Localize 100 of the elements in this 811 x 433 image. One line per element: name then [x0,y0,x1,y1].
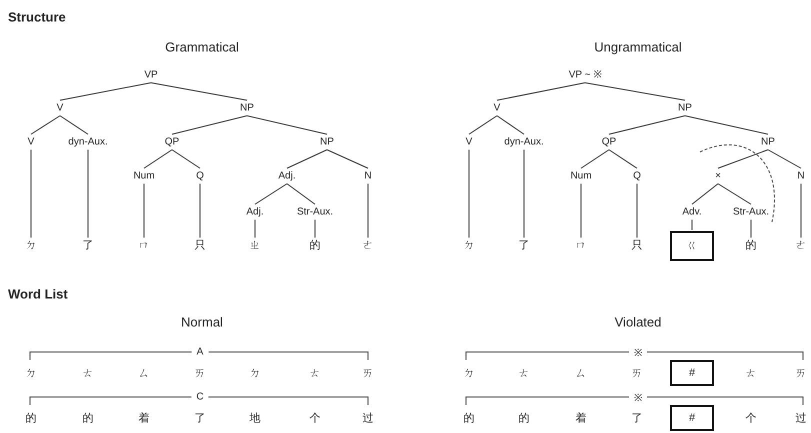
character: ㄇ [574,238,588,254]
tree-label: Adv. [680,205,704,219]
tree-label: QP [162,135,182,149]
character: ㄙ [138,366,150,380]
character: 过 [362,412,374,426]
tree-label: Q [194,169,206,183]
tree-label: V [492,101,502,115]
tree-branch [718,149,768,169]
character: ㄊ [518,366,530,380]
character: ㄜ [360,238,376,254]
highlighted-cell: # [670,405,714,431]
tree-branch [692,183,718,205]
character: ㄞ [194,366,206,380]
character: ㄉ [26,366,36,380]
character: 只 [192,238,208,254]
tree-label: VP ~ ※ [566,68,604,82]
character: 的 [82,412,94,426]
character: ㄞ [632,366,642,380]
panel-heading: Grammatical [165,40,239,54]
character: ㄉ [250,366,260,380]
tree-branch [580,149,610,169]
character: ㄊ [310,366,320,380]
character: 的 [744,238,758,254]
character: 了 [516,238,532,254]
tree-label: Adj. [276,169,298,183]
tree-branch [326,149,368,169]
character: ㄞ [362,366,374,380]
character: 的 [26,412,36,426]
tree-label: V [54,101,66,115]
tree-branch [608,149,638,169]
tree-label: NP [318,135,336,149]
tree-label: Num [568,169,594,183]
tree-branch [800,183,802,238]
tree-label: Str-Aux. [730,205,772,219]
tree-branch [246,115,328,135]
tree-label: VP [142,68,160,82]
highlighted-cell: # [670,360,714,386]
tree-branch [718,183,752,205]
tree-label: N [795,169,807,183]
character: 了 [80,238,96,254]
character: 的 [308,238,322,254]
tree-label: × [713,169,723,183]
tree-label: Str-Aux. [294,205,336,219]
tree-branch [60,82,152,101]
tree-branch [30,115,60,135]
character: ㄊ [746,366,756,380]
character: ㄉ [24,238,38,254]
section-heading: Word List [8,286,68,302]
tree-branch [580,183,582,238]
tree-branch [584,82,686,101]
tree-branch [30,149,32,238]
tree-label: NP [759,135,777,149]
tree-label: V [26,135,36,149]
section-heading: Structure [8,10,66,24]
tree-label: QP [600,135,618,149]
tree-label: Adj. [244,205,266,219]
panel-heading: Normal [181,314,223,330]
tree-branch [150,82,248,101]
tree-branch [254,183,288,205]
tree-label: NP [238,101,256,115]
tree-branch [254,219,256,238]
character: 个 [310,412,320,426]
panel-heading: Ungrammatical [594,40,682,54]
tree-branch [172,149,200,169]
character: 着 [576,411,586,426]
character: 了 [632,412,642,426]
character: 个 [746,412,756,426]
character: ㄉ [462,238,476,254]
tree-branch [768,149,802,169]
character: ㄉ [464,366,474,380]
character: ㄓ [248,238,262,254]
character: ㄞ [796,366,806,380]
tree-branch [468,149,470,238]
character: 过 [796,412,806,426]
character: 了 [194,412,206,426]
character: 的 [518,412,530,426]
highlighted-character: ㄍ [670,231,714,261]
tree-branch [684,115,768,135]
character: 只 [630,238,644,254]
tree-label: Num [131,169,157,183]
bracket-label: A [192,346,208,358]
tree-branch [286,149,328,169]
character: 地 [250,412,260,426]
tree-branch [172,115,248,135]
tree-label: Q [631,169,643,183]
tree-branch [750,219,752,238]
tree-branch [496,82,586,101]
tree-branch [468,115,498,135]
bracket-label: C [191,392,209,402]
panel-heading: Violated [614,314,662,330]
tree-label: NP [676,101,694,115]
tree-label: V [464,135,474,149]
character: 着 [138,411,150,426]
tree-branch [144,149,172,169]
character: ㄜ [794,238,808,254]
tree-branch [608,115,686,135]
tree-label: dyn-Aux. [66,135,110,149]
tree-branch [286,183,316,205]
tree-branch [314,219,316,238]
tree-label: N [362,169,374,183]
